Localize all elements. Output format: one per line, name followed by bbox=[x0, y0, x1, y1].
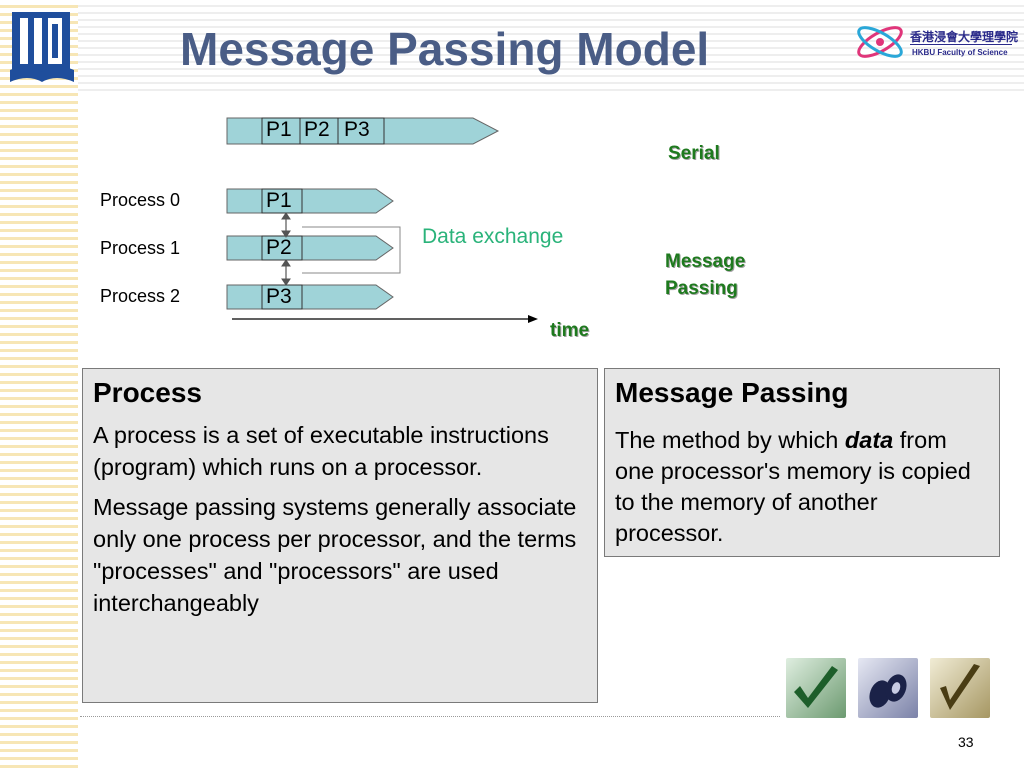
time-arrowhead bbox=[528, 315, 538, 323]
hkbu-book-logo-icon bbox=[10, 12, 74, 82]
message-passing-paragraph: The method by which data from one proces… bbox=[615, 425, 989, 549]
exchange-bracket bbox=[302, 226, 401, 274]
process-0-label: Process 0 bbox=[100, 190, 181, 210]
process-2-segment-label: P3 bbox=[266, 285, 292, 308]
message-passing-heading: Message Passing bbox=[615, 377, 849, 408]
process-definition-box: Process A process is a set of executable… bbox=[82, 368, 598, 703]
checkmark-icon bbox=[786, 658, 846, 718]
serial-label-p2: P2 bbox=[304, 118, 330, 141]
serial-segment-p3 bbox=[337, 117, 385, 145]
logo-divider bbox=[910, 44, 1012, 45]
page-title: Message Passing Model bbox=[180, 23, 710, 75]
faculty-logo: 香港浸會大學理學院 HKBU Faculty of Science bbox=[852, 14, 1019, 70]
message-emphasis-data: data bbox=[844, 427, 894, 453]
message-text-before: The method by which bbox=[615, 427, 845, 453]
serial-label-p3: P3 bbox=[344, 118, 370, 141]
process-paragraph-2: Message passing systems generally associ… bbox=[93, 494, 577, 616]
process-1-label: Process 1 bbox=[100, 238, 181, 258]
process-0-arrow bbox=[226, 188, 394, 214]
exchange-arrow-1-2 bbox=[281, 259, 291, 286]
process-1-arrow bbox=[226, 235, 394, 261]
process-heading: Process bbox=[93, 377, 202, 408]
message-passing-diagram: P1 P2 P3 Serial Process 0 Process 1 Proc… bbox=[90, 105, 790, 355]
serial-label-p1: P1 bbox=[266, 118, 292, 141]
message-passing-caption-line1: Message bbox=[665, 251, 746, 272]
process-2-label: Process 2 bbox=[100, 286, 181, 306]
exchange-arrow-0-1 bbox=[281, 212, 291, 238]
message-passing-definition-box: Message Passing The method by which data… bbox=[604, 368, 1000, 557]
process-2-arrow bbox=[226, 284, 394, 310]
process-2-segment bbox=[261, 284, 303, 310]
disc-icon bbox=[858, 658, 918, 718]
pen-nib-icon bbox=[930, 658, 990, 718]
diagram-graphics bbox=[226, 117, 538, 323]
data-exchange-label: Data exchange bbox=[422, 225, 564, 248]
message-passing-caption-line2: Passing bbox=[665, 278, 738, 299]
process-0-segment bbox=[261, 188, 303, 214]
faculty-chinese-name: 香港浸會大學理學院 bbox=[910, 30, 1019, 44]
process-1-segment bbox=[261, 235, 303, 261]
slide-number: 33 bbox=[958, 734, 974, 750]
process-0-segment-label: P1 bbox=[266, 189, 292, 212]
time-label: time bbox=[550, 320, 590, 341]
left-stripe-decoration bbox=[0, 0, 78, 768]
message-text-after: from one processor's memory is copied to… bbox=[615, 427, 971, 546]
top-stripe-decoration bbox=[78, 0, 1024, 92]
process-1-segment-label: P2 bbox=[266, 236, 292, 259]
process-paragraph-1: A process is a set of executable instruc… bbox=[93, 422, 549, 480]
serial-caption: Serial bbox=[668, 143, 720, 164]
faculty-english-name: HKBU Faculty of Science bbox=[912, 48, 1008, 57]
atom-icon bbox=[857, 26, 903, 58]
footer-divider bbox=[80, 716, 780, 717]
serial-segment-p2 bbox=[299, 117, 339, 145]
